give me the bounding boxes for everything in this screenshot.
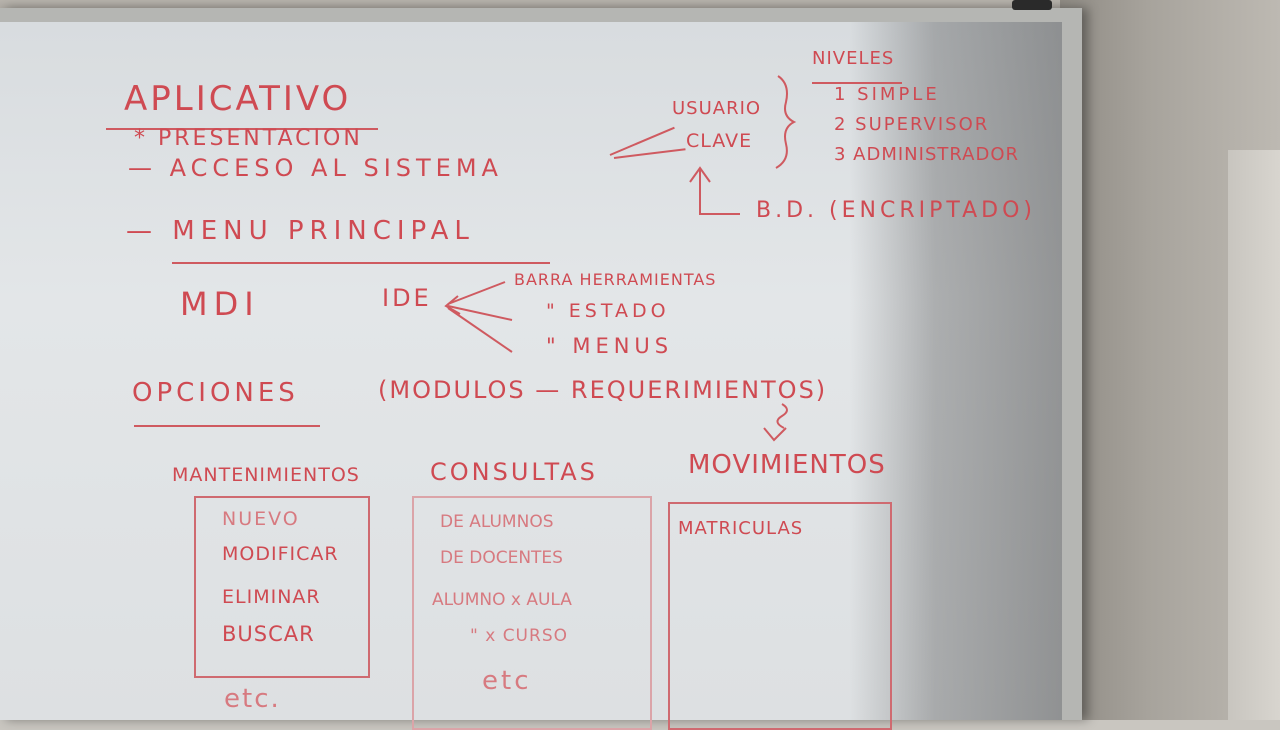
- maintenance-item-new: NUEVO: [222, 508, 300, 530]
- main-menu-item: — MENU PRINCIPAL: [126, 216, 475, 246]
- levels-underline: [812, 82, 902, 84]
- title-aplicativo: APLICATIVO: [124, 79, 352, 119]
- wall-tile: [1228, 150, 1280, 720]
- marker-tray-item: [1012, 0, 1052, 10]
- queries-item-students: DE ALUMNOS: [440, 512, 554, 532]
- toolbar-bar: BARRA HERRAMIENTAS: [514, 270, 717, 289]
- options-label: OPCIONES: [132, 378, 299, 408]
- level-admin: 3 ADMINISTRADOR: [834, 144, 1020, 165]
- password-label: CLAVE: [686, 130, 753, 152]
- maintenance-heading: MANTENIMIENTOS: [172, 464, 360, 486]
- level-simple: 1 SIMPLE: [834, 84, 940, 105]
- presentation-item: * PRESENTACION: [134, 126, 363, 151]
- maintenance-item-modify: MODIFICAR: [222, 543, 339, 565]
- status-bar: " ESTADO: [546, 300, 670, 322]
- title-underline: [106, 128, 378, 130]
- queries-footer: etc: [482, 666, 532, 696]
- access-system-item: — ACCESO AL SISTEMA: [128, 154, 503, 182]
- level-supervisor: 2 SUPERVISOR: [834, 114, 990, 135]
- main-menu-underline: [172, 262, 550, 264]
- maintenance-item-delete: ELIMINAR: [222, 586, 321, 608]
- queries-item-by-classroom: ALUMNO x AULA: [432, 590, 572, 610]
- whiteboard: [0, 22, 1062, 720]
- movements-item-enrollments: MATRICULAS: [678, 518, 804, 539]
- user-label: USUARIO: [672, 98, 762, 119]
- levels-title: NIVELES: [812, 48, 895, 69]
- menus-bar: " MENUS: [546, 334, 674, 358]
- queries-heading: CONSULTAS: [430, 458, 598, 486]
- maintenance-item-search: BUSCAR: [222, 622, 315, 646]
- modules-requirements: (MODULOS — REQUERIMIENTOS): [378, 376, 828, 404]
- queries-item-by-course: " x CURSO: [470, 626, 568, 646]
- options-underline: [134, 425, 320, 427]
- maintenance-footer: etc.: [224, 684, 281, 714]
- movements-heading: MOVIMIENTOS: [688, 450, 886, 480]
- db-encrypted: B.D. (ENCRIPTADO): [756, 198, 1036, 223]
- queries-item-teachers: DE DOCENTES: [440, 548, 563, 568]
- mdi-label: MDI: [180, 285, 260, 323]
- ide-label: IDE: [382, 284, 432, 312]
- maintenance-box: [194, 496, 370, 678]
